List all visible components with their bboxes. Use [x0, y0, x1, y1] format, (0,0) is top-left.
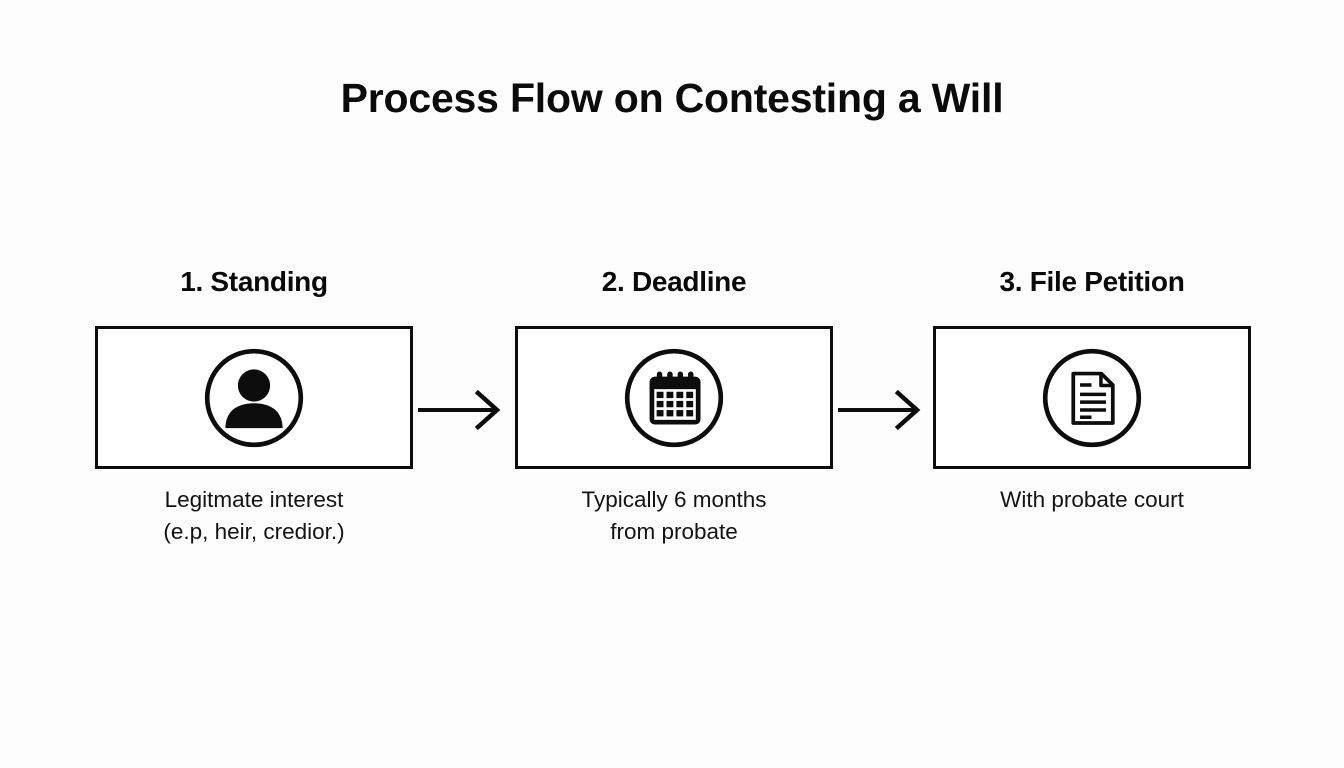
step-2-box — [515, 326, 833, 469]
step-2-caption-line-2: from probate — [610, 518, 738, 544]
step-2-heading: 2. Deadline — [601, 266, 747, 297]
arrow-step2-to-step3-icon — [838, 389, 921, 431]
step-1-caption: Legitmate interest (e.p, heir, credior.) — [75, 484, 433, 548]
step-3-caption: With probate court — [913, 484, 1271, 516]
page-title: Process Flow on Contesting a Will — [340, 75, 1004, 121]
person-icon — [204, 348, 304, 447]
calendar-icon — [624, 348, 724, 447]
step-1-caption-line-2: (e.p, heir, credior.) — [163, 518, 345, 544]
step-2-caption: Typically 6 months from probate — [495, 484, 853, 548]
step-3-caption-line-1: With probate court — [1000, 487, 1184, 512]
step-1-box — [95, 326, 413, 469]
step-1-heading: 1. Standing — [180, 266, 328, 297]
arrow-step1-to-step2-icon — [418, 389, 501, 431]
step-3-box — [933, 326, 1251, 469]
step-1-caption-line-1: Legitmate interest — [164, 487, 344, 512]
step-2-caption-line-1: Typically 6 months — [581, 487, 767, 512]
process-flow-row: 1. Standing Legitmate interest (e.p, hei… — [0, 268, 1344, 558]
document-icon — [1042, 348, 1142, 447]
step-3-heading: 3. File Petition — [999, 266, 1185, 297]
